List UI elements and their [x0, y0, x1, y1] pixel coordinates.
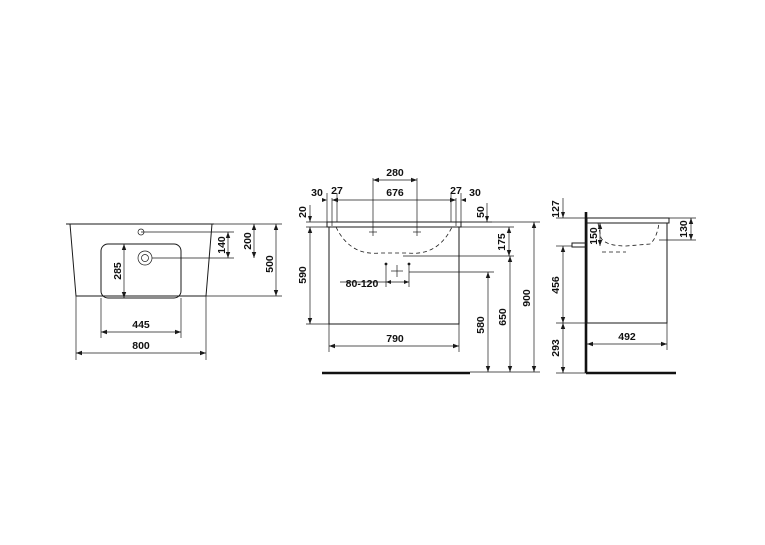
- dim-text-590: 590: [297, 266, 309, 284]
- dim-text-27-right: 27: [450, 185, 462, 197]
- dim-text-50: 50: [475, 206, 487, 218]
- basin-outline: [100, 243, 182, 299]
- dim-text-175: 175: [496, 233, 508, 251]
- dim-text-790: 790: [386, 333, 404, 345]
- dim-text-30-right: 30: [469, 187, 481, 199]
- side-waste-pipe: [571, 242, 588, 248]
- dim-text-27-left: 27: [331, 185, 343, 197]
- dim-text-280: 280: [386, 167, 404, 179]
- front-slab: [326, 221, 462, 228]
- dim-text-676: 676: [386, 187, 404, 199]
- dim-text-285: 285: [112, 262, 124, 280]
- dim-text-456: 456: [550, 276, 562, 294]
- dim-text-293: 293: [550, 339, 562, 357]
- dim-text-140: 140: [216, 236, 228, 254]
- dim-text-150: 150: [588, 227, 600, 245]
- drain-inner: [141, 254, 149, 262]
- front-view: 80-120 280 676 30 27 27 30 20: [297, 167, 540, 375]
- side-cabinet: [586, 222, 668, 324]
- top-view-outline: [69, 223, 213, 297]
- dim-text-30-left: 30: [311, 187, 323, 199]
- dim-text-20: 20: [297, 206, 309, 218]
- dim-text-445: 445: [132, 319, 150, 331]
- side-view: 127 150 130 456 293 492: [550, 198, 696, 375]
- dim-text-900: 900: [521, 289, 533, 307]
- dim-text-200: 200: [242, 232, 254, 250]
- top-view: 140 200 500 285 445 800: [66, 223, 282, 360]
- dim-text-580: 580: [475, 316, 487, 334]
- front-basin-hidden: [335, 226, 453, 254]
- dim-text-492: 492: [618, 331, 636, 343]
- dim-text-127: 127: [550, 200, 562, 218]
- front-cabinet: [328, 226, 460, 325]
- dim-text-650: 650: [497, 308, 509, 326]
- dim-text-800: 800: [132, 340, 150, 352]
- drain-outer: [137, 250, 153, 266]
- dim-text-80-120: 80-120: [346, 278, 379, 290]
- dim-text-500: 500: [264, 255, 276, 273]
- side-basin-hidden: [597, 222, 660, 247]
- dim-text-130: 130: [678, 220, 690, 238]
- side-slab: [586, 217, 670, 224]
